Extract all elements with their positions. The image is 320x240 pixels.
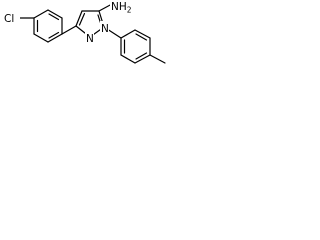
bond xyxy=(134,29,151,39)
aromatic-inner-bond xyxy=(48,13,60,21)
atom-n-ring-left: N xyxy=(85,31,94,45)
aromatic-inner-bond xyxy=(135,52,148,60)
bond xyxy=(120,54,136,64)
chlorine-label: Cl xyxy=(4,13,14,25)
amine-label: NH2 xyxy=(111,1,132,15)
ring-nitrogen-label: N xyxy=(101,23,109,35)
amine-subscript: 2 xyxy=(127,6,132,15)
chemical-structure: Cl N N NH2 xyxy=(3,0,166,64)
aryl-pyrazole-bond xyxy=(61,25,77,35)
bond xyxy=(120,29,136,39)
amine-nh-label: NH xyxy=(111,1,127,13)
methyl-bond xyxy=(149,54,166,64)
atom-n-ring-right: N xyxy=(100,21,109,35)
bond xyxy=(33,33,49,43)
bond xyxy=(47,33,63,43)
tolyl-ring xyxy=(120,29,151,64)
aromatic-inner-bond xyxy=(48,31,60,39)
c-n-amine-bond xyxy=(98,3,113,12)
atom-nh2: NH2 xyxy=(110,0,134,15)
double-bond-inner xyxy=(78,12,86,26)
ring-nitrogen-label: N xyxy=(86,33,94,45)
bond xyxy=(75,10,83,27)
atom-cl: Cl xyxy=(3,11,20,25)
bond xyxy=(47,9,63,19)
chlorophenyl-ring xyxy=(33,9,63,43)
aromatic-inner-bond xyxy=(135,33,148,41)
bond xyxy=(134,54,151,64)
bond xyxy=(33,9,49,19)
